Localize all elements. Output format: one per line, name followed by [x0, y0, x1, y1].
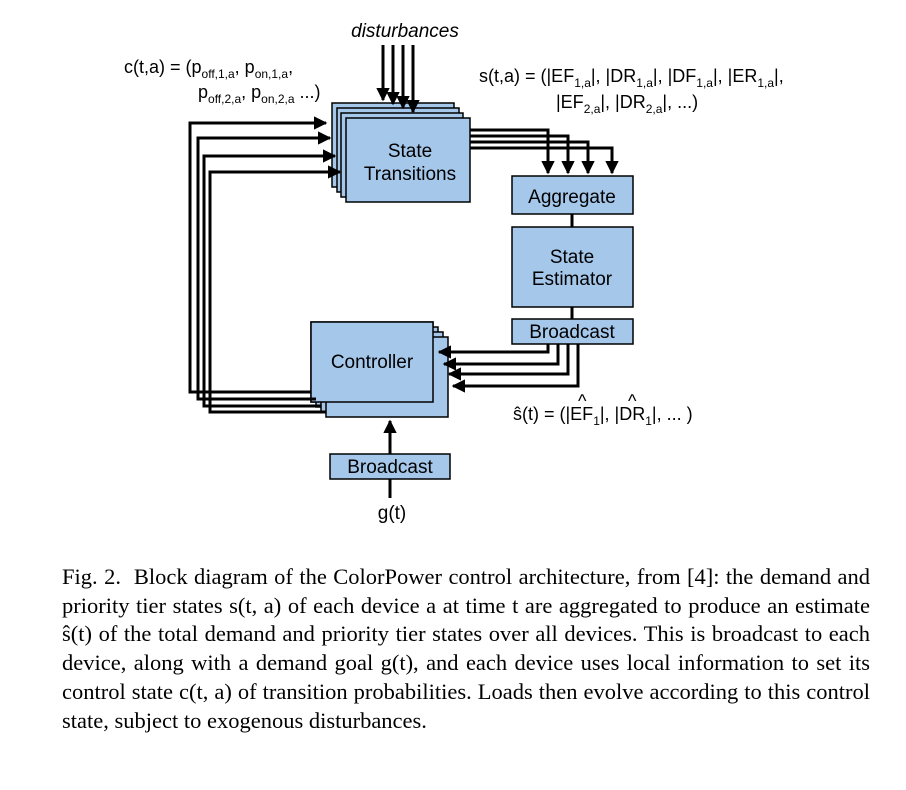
s-formula-line-1: s(t,a) = (|EF1,a|, |DR1,a|, |DF1,a|, |ER… — [479, 66, 784, 90]
state-output-arrows — [470, 128, 619, 175]
state-transitions-block: State Transitions — [331, 102, 471, 203]
state-estimator-label-1: State — [550, 247, 594, 268]
state-transitions-label-1: State — [388, 141, 432, 162]
state-transitions-label-2: Transitions — [364, 164, 456, 185]
controller-label: Controller — [331, 352, 414, 373]
s-hat-formula: ŝ(t) = (|EF1|, |DR1|, ... ) — [513, 404, 693, 428]
disturbance-arrows — [376, 45, 420, 114]
state-estimator-label-2: Estimator — [532, 269, 613, 290]
aggregate-label: Aggregate — [528, 187, 616, 208]
s-formula-line-2: |EF2,a|, |DR2,a|, ...) — [556, 92, 698, 116]
broadcast-bottom-block: Broadcast — [329, 453, 451, 480]
control-feedback-arrows — [188, 116, 342, 414]
broadcast-top-block: Broadcast — [511, 318, 634, 345]
goal-label: g(t) — [378, 503, 407, 524]
disturbances-label: disturbances — [351, 21, 459, 42]
broadcast-bottom-label: Broadcast — [347, 457, 433, 478]
caption-text: Block diagram of the ColorPower control … — [62, 564, 871, 733]
estimate-feed-arrows — [437, 344, 580, 393]
state-estimator-block: State Estimator — [511, 226, 634, 308]
hat-mark-dr: ^ — [628, 391, 637, 411]
figure-number: Fig. 2. — [62, 564, 121, 589]
control-architecture-diagram: State Transitions Aggregate State Estima… — [124, 21, 784, 524]
figure-caption: Fig. 2. Block diagram of the ColorPower … — [62, 563, 870, 735]
c-formula-line-1: c(t,a) = (poff,1,a, pon,1,a, — [124, 57, 293, 81]
broadcast-top-label: Broadcast — [529, 322, 615, 343]
controller-block: Controller — [310, 321, 449, 418]
hat-mark-ef: ^ — [578, 391, 587, 411]
aggregate-block: Aggregate — [511, 175, 634, 215]
c-formula-line-2: poff,2,a, pon,2,a ...) — [198, 82, 321, 106]
